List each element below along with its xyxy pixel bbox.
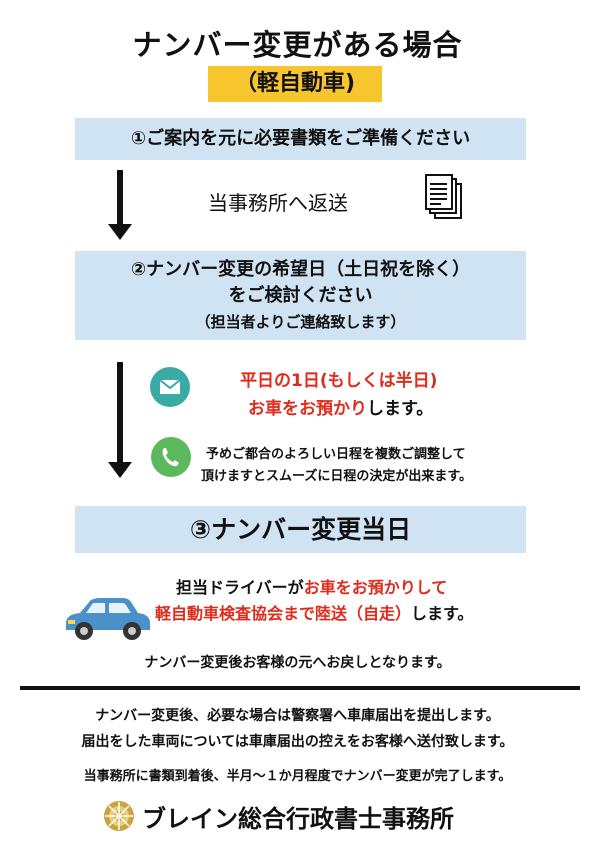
step3-line2: 軽自動車検査協会まで陸送（自走）します。 bbox=[155, 600, 473, 624]
footer-note1: ナンバー変更後、必要な場合は警察署へ車庫届出を提出します。 bbox=[95, 708, 500, 724]
page-subtitle: （軽自動車) bbox=[208, 66, 382, 102]
step3-line1: 担当ドライバーがお車をお預かりして bbox=[176, 574, 447, 598]
office-name: ブレイン総合行政書士事務所 bbox=[142, 805, 454, 833]
step2-line1: ②ナンバー変更の希望日（土日祝を除く） bbox=[130, 259, 471, 280]
return-to-office-text: 当事務所へ返送 bbox=[208, 191, 348, 215]
phone-line1: 予めご都合のよろしい日程を複数ご調整して bbox=[206, 447, 466, 462]
phone-icon bbox=[151, 437, 191, 477]
step3-banner: ③ナンバー変更当日 bbox=[75, 506, 526, 553]
car-icon bbox=[60, 590, 155, 642]
phone-line2: 頂けますとスムーズに日程の決定が出来ます。 bbox=[201, 469, 473, 484]
mail-line1: 平日の1日(もしくは半日) bbox=[240, 371, 438, 391]
return-note: ナンバー変更後お客様の元へお戻しとなります。 bbox=[144, 655, 451, 671]
step2-line3: （担当者よりご連絡致します） bbox=[195, 313, 406, 331]
mail-line2-red: お車をお預かり bbox=[248, 399, 367, 419]
step3-line1-black: 担当ドライバーが bbox=[176, 578, 304, 597]
arrow-down-icon bbox=[108, 170, 132, 240]
step3-line1-red: お車をお預かりして bbox=[303, 578, 448, 597]
footer-note3: 当事務所に書類到着後、半月〜１か月程度でナンバー変更が完了します。 bbox=[83, 769, 512, 784]
mail-line2-rest: します。 bbox=[367, 399, 434, 419]
step2-banner: ②ナンバー変更の希望日（土日祝を除く） をご検討ください （担当者よりご連絡致し… bbox=[75, 251, 526, 340]
mail-line2: お車をお預かりします。 bbox=[248, 394, 433, 419]
step2-line2: をご検討ください bbox=[228, 285, 373, 306]
step3-line2-black: します。 bbox=[411, 604, 474, 623]
step3-line2-red: 軽自動車検査協会まで陸送（自走） bbox=[155, 604, 412, 623]
gyoseishoshi-emblem-icon bbox=[103, 800, 135, 832]
documents-icon bbox=[425, 174, 465, 222]
section-divider bbox=[20, 686, 580, 690]
page-title: ナンバー変更がある場合 bbox=[132, 28, 463, 62]
mail-icon bbox=[150, 367, 190, 407]
step1-banner: ①ご案内を元に必要書類をご準備ください bbox=[75, 118, 526, 160]
arrow-down-icon bbox=[108, 362, 132, 478]
footer-note2: 届出をした車両については車庫届出の控えをお客様へ送付致します。 bbox=[81, 734, 514, 750]
